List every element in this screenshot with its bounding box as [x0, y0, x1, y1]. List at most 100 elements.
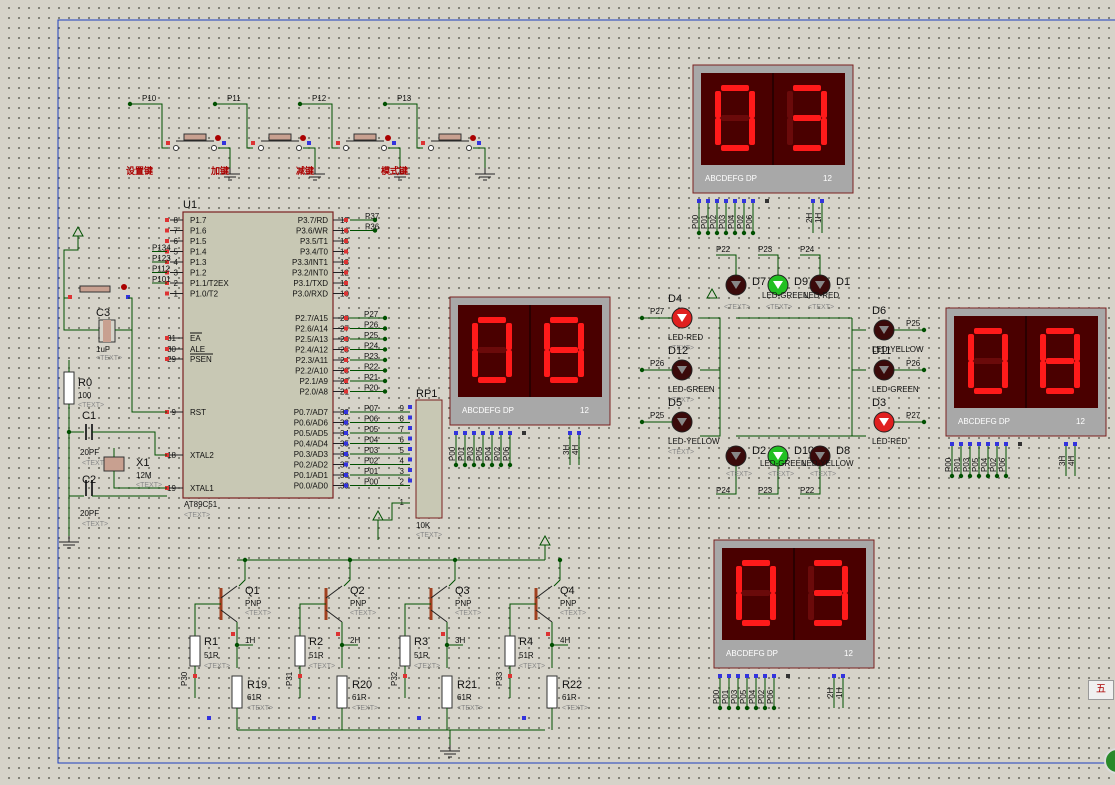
net-label: P134: [152, 244, 171, 253]
net-label: P27: [364, 310, 379, 319]
pin-marker: [165, 347, 169, 351]
net-label: 1H: [835, 688, 844, 698]
capacitor-c3-body: [103, 320, 111, 342]
wire: [509, 603, 536, 636]
display-segment: [974, 388, 1002, 394]
pin-marker: [408, 468, 412, 472]
pin-marker: [344, 462, 348, 467]
display-segment: [842, 593, 848, 620]
net-label: P23: [758, 245, 773, 254]
c1-value: 20PF: [80, 448, 99, 457]
text-placeholder: <TEXT>: [457, 705, 483, 712]
display-segment: [478, 377, 506, 383]
resistor-ref: R20: [352, 679, 372, 691]
pin-name: P1.0/T2: [190, 290, 219, 299]
c3-value: 1uF: [96, 345, 110, 354]
net-label: P30: [180, 671, 189, 686]
c2-ref: C2: [82, 474, 96, 486]
wire: [388, 147, 401, 168]
ground-symbol: [475, 173, 495, 181]
pin-marker: [165, 239, 169, 243]
pin-marker: [408, 426, 412, 430]
wire: [92, 431, 167, 456]
pin-marker: [736, 674, 740, 678]
net-label: 4H: [571, 445, 580, 455]
pin-marker: [344, 420, 348, 425]
r0-ref: R0: [78, 377, 92, 389]
net-label: P05: [364, 425, 379, 434]
pin-marker: [820, 199, 824, 203]
wire: [716, 254, 737, 275]
display-segment: [793, 115, 821, 121]
wire: [851, 318, 866, 437]
pin-marker: [472, 431, 476, 435]
pin-marker: [408, 415, 412, 420]
resistor-value: 51R: [414, 651, 429, 660]
switch-contact: [173, 145, 179, 151]
net-label: P01: [457, 446, 466, 461]
ime-indicator[interactable]: 五: [1088, 680, 1114, 700]
display-segment: [550, 317, 578, 323]
pin-name: P1.7: [190, 216, 207, 225]
button-label: 减键: [296, 165, 315, 177]
led-symbol: [773, 281, 783, 289]
pin-marker: [463, 431, 467, 435]
display-segment: [715, 91, 721, 118]
display-segment: [770, 566, 776, 593]
pin-marker: [344, 358, 348, 362]
led: [873, 359, 895, 381]
display-segment: [1040, 334, 1046, 361]
net-label: P04: [980, 457, 989, 472]
text-placeholder: <TEXT>: [810, 471, 836, 478]
net-label: P02: [364, 457, 379, 466]
crystal-x1: [103, 456, 125, 472]
switch-contact: [343, 145, 349, 151]
pin-marker: [995, 442, 999, 446]
pin-name: P3.3/INT1: [292, 258, 329, 267]
rp1-value: 10K: [416, 521, 431, 530]
pin-marker: [344, 389, 348, 394]
junction-dot: [771, 705, 777, 711]
pin-number: 6: [174, 237, 179, 246]
transistor-emitter: [535, 585, 553, 599]
pin-number: 3: [174, 269, 179, 278]
net-label: P04: [748, 689, 757, 704]
resistor-value: 61R: [562, 693, 577, 702]
net-label: P123: [152, 254, 171, 263]
net-label: P00: [712, 689, 721, 704]
net-label: P25: [906, 319, 921, 328]
button-label: 加键: [210, 165, 230, 177]
text-placeholder: <TEXT>: [184, 512, 210, 519]
text-placeholder: <TEXT>: [414, 663, 440, 670]
led: [671, 411, 693, 433]
net-label: 2H: [805, 213, 814, 223]
net-label: P26: [906, 359, 921, 368]
net-label: P06: [364, 415, 379, 424]
net-label: P04: [484, 446, 493, 461]
pin-name: P2.2/A10: [295, 367, 328, 376]
pin-marker: [811, 199, 815, 203]
pin-name: P0.6/AD6: [294, 419, 329, 428]
pin-number: 9: [400, 404, 405, 413]
wire: [299, 603, 326, 636]
transistor-type: PNP: [560, 599, 576, 608]
display-segment: [721, 145, 749, 151]
pin-name: P3.5/T1: [300, 237, 329, 246]
junction-dot: [212, 101, 218, 107]
pin-marker: [344, 218, 348, 222]
display-segment: [814, 560, 842, 566]
net-label: P27: [650, 307, 665, 316]
display-segment: [770, 593, 776, 620]
junction-dot: [507, 462, 513, 468]
pin-marker: [417, 716, 421, 720]
resistor-value: 61R: [352, 693, 367, 702]
junction-dot: [958, 473, 964, 479]
junction-dot: [714, 230, 720, 236]
net-label: P07: [364, 404, 379, 413]
wire: [128, 297, 167, 413]
pin-name: P2.6/A14: [295, 325, 328, 334]
wire: [194, 603, 221, 636]
net-label: P24: [716, 486, 731, 495]
